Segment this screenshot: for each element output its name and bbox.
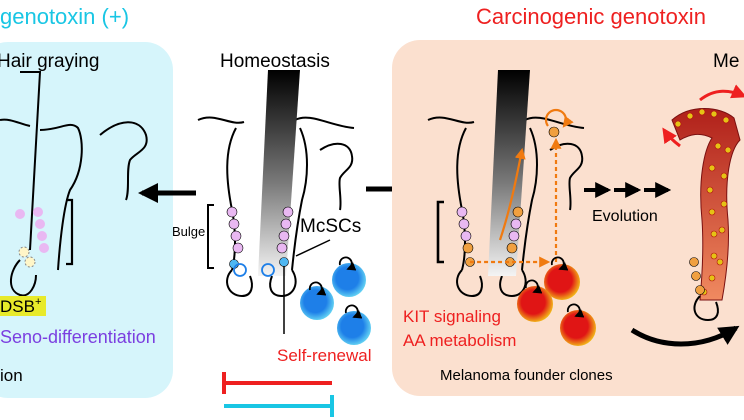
left-header-title: genotoxin (+): [0, 4, 129, 29]
kit-signaling-label: KIT signaling: [403, 307, 501, 326]
dsb-badge-text: DSB+: [0, 296, 41, 316]
mcsc-renewal-arrows: [308, 256, 363, 319]
melanoma-base-cells: [689, 257, 705, 295]
center-renewal-loops: [233, 263, 275, 277]
right-migration-arrows: [470, 108, 574, 268]
seno-differentiation-label: Seno-differentiation: [0, 327, 156, 347]
bulge-label: Bulge: [172, 224, 205, 239]
center-panel-title: Homeostasis: [220, 51, 330, 72]
center-hair-follicle: [197, 116, 355, 298]
self-renewal-label: Self-renewal: [277, 346, 372, 365]
clone-renewal-arrows: [524, 256, 585, 318]
melanoma-spread-arrow: [699, 84, 744, 102]
right-panel-background: [392, 40, 744, 396]
left-hair-follicle: [0, 71, 148, 297]
melanoma-founder-clone-cluster: [517, 264, 596, 346]
dsb-badge: [0, 296, 46, 316]
evolution-label: Evolution: [592, 208, 658, 225]
mcsc-pointer-line: [295, 239, 331, 257]
center-follicle-cells: [226, 206, 294, 269]
melanoma-follicle-base: [693, 295, 719, 322]
mcsc-label: McSCs: [300, 216, 361, 237]
founder-to-melanoma-arrow: [630, 325, 740, 347]
melanoma-side-arrow: [662, 127, 681, 148]
left-bottom-label: ion: [0, 366, 23, 385]
melanoma-hair-shaft: [671, 108, 741, 301]
aa-metabolism-label: AA metabolism: [403, 331, 516, 350]
right-panel-title-partial: Me: [713, 51, 739, 72]
mcsc-cell-cluster: [300, 263, 371, 345]
right-hair-follicle: [427, 116, 585, 298]
founder-clones-label: Melanoma founder clones: [440, 367, 613, 384]
left-follicle-cells: [15, 207, 49, 268]
right-header-title: Carcinogenic genotoxin: [476, 4, 706, 29]
left-panel-title: Hair graying: [0, 51, 99, 72]
melanoma-cell-dots: [674, 108, 732, 296]
